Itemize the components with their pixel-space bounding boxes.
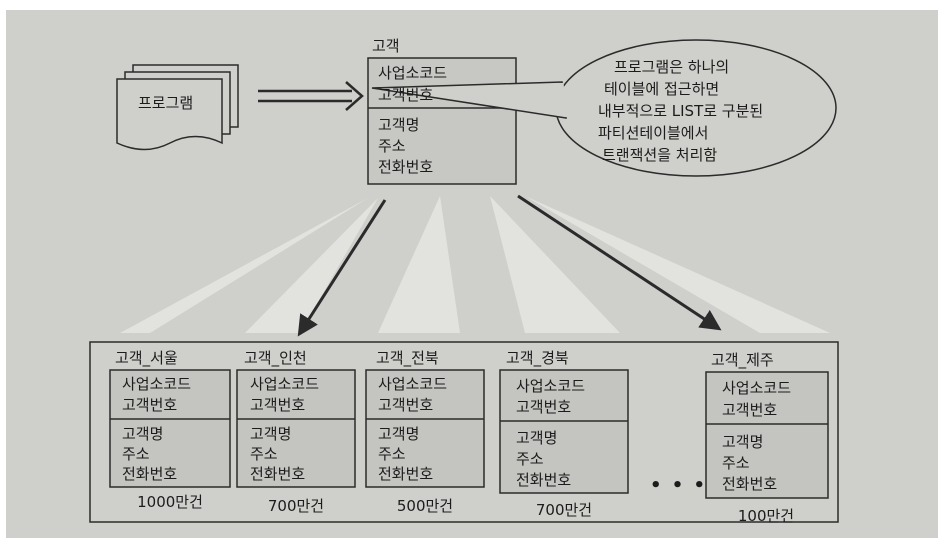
- main-attr-3: 전화번호: [378, 158, 434, 176]
- arrow-to-incheon: [297, 199, 387, 337]
- seoul-key-1: 사업소코드: [122, 375, 192, 393]
- callout-line-5: 트랜잭션을 처리함: [602, 146, 718, 164]
- incheon-key-1: 사업소코드: [250, 375, 320, 393]
- gyeongbuk-key-2: 고객번호: [516, 398, 572, 416]
- jeonbuk-attr-1: 고객명: [378, 425, 420, 443]
- partition-box-seoul: [109, 369, 231, 488]
- main-table-box: [367, 57, 517, 185]
- program-to-table-arrow: [258, 81, 364, 111]
- jeju-attr-2: 주소: [722, 454, 750, 472]
- incheon-attr-1: 고객명: [250, 425, 292, 443]
- jeonbuk-attr-2: 주소: [378, 445, 406, 463]
- program-document-stack: [116, 64, 239, 151]
- callout-line-2: 테이블에 접근하면: [604, 80, 720, 98]
- gyeongbuk-attr-3: 전화번호: [516, 471, 572, 489]
- partition-box-incheon: [236, 369, 356, 488]
- incheon-attr-3: 전화번호: [250, 465, 306, 483]
- seoul-count: 1000만건: [137, 493, 203, 511]
- partition-box-jeonbuk: [365, 369, 485, 488]
- incheon-key-2: 고객번호: [250, 396, 306, 414]
- main-key-2: 고객번호: [378, 86, 434, 104]
- gyeongbuk-attr-1: 고객명: [516, 429, 558, 447]
- beam-2: [245, 198, 378, 333]
- jeju-key-2: 고객번호: [722, 401, 778, 419]
- gyeongbuk-count: 700만건: [535, 501, 593, 519]
- arrow-to-jeju: [517, 194, 722, 331]
- distribution-beams: [120, 196, 830, 333]
- seoul-key-2: 고객번호: [122, 396, 178, 414]
- jeju-attr-3: 전화번호: [722, 475, 778, 493]
- program-label: 프로그램: [138, 94, 194, 112]
- gyeongbuk-attr-2: 주소: [516, 450, 544, 468]
- seoul-attr-2: 주소: [122, 445, 150, 463]
- callout-line-1: 프로그램은 하나의: [614, 58, 730, 76]
- partition-title-incheon: 고객_인천: [244, 349, 307, 367]
- beam-4: [490, 196, 620, 333]
- main-table-title: 고객: [372, 37, 400, 55]
- partition-container: [89, 341, 839, 523]
- partition-boxes: [109, 369, 829, 499]
- beam-5: [525, 196, 830, 333]
- jeonbuk-count: 500만건: [396, 497, 454, 515]
- main-attr-1: 고객명: [378, 116, 420, 134]
- jeonbuk-key-2: 고객번호: [378, 396, 434, 414]
- jeju-key-1: 사업소코드: [722, 379, 792, 397]
- partition-box-jeju: [705, 371, 829, 499]
- callout-line-3: 내부적으로 LIST로 구분된: [598, 102, 764, 120]
- seoul-attr-1: 고객명: [122, 425, 164, 443]
- partition-title-seoul: 고객_서울: [115, 349, 178, 367]
- program-document-icon: [116, 78, 223, 151]
- incheon-attr-2: 주소: [250, 445, 278, 463]
- partition-title-gyeongbuk: 고객_경북: [506, 349, 569, 367]
- callout-line-4: 파티션테이블에서: [598, 124, 709, 142]
- beam-3: [378, 196, 460, 333]
- main-key-1: 사업소코드: [378, 64, 448, 82]
- partition-title-jeju: 고객_제주: [711, 351, 774, 369]
- jeonbuk-attr-3: 전화번호: [378, 465, 434, 483]
- jeju-attr-1: 고객명: [722, 433, 764, 451]
- more-partitions-ellipsis: • • •: [650, 475, 708, 496]
- incheon-count: 700만건: [267, 497, 325, 515]
- partition-title-jeonbuk: 고객_전북: [376, 349, 439, 367]
- beam-1: [120, 198, 368, 333]
- main-attr-2: 주소: [378, 137, 406, 155]
- seoul-attr-3: 전화번호: [122, 465, 178, 483]
- jeju-count: 100만건: [737, 507, 795, 525]
- jeonbuk-key-1: 사업소코드: [378, 375, 448, 393]
- partition-box-gyeongbuk: [499, 369, 629, 494]
- gyeongbuk-key-1: 사업소코드: [516, 377, 586, 395]
